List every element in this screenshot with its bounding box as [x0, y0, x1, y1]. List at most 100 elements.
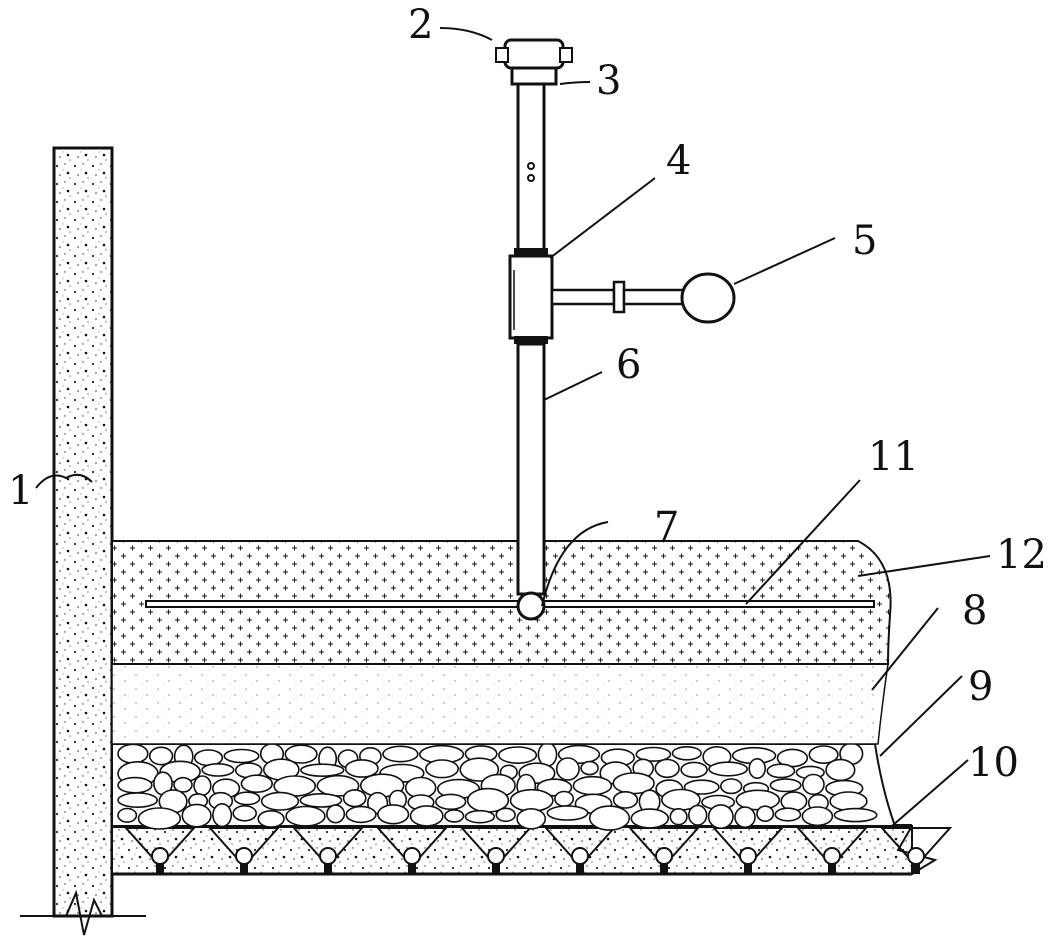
- gravel-pebble: [345, 805, 377, 824]
- gravel-pebble: [707, 804, 734, 830]
- gravel-pebble: [756, 805, 775, 823]
- gravel-pebble: [635, 746, 672, 762]
- gravel-pebble: [516, 807, 547, 830]
- gravel-pebble: [117, 807, 138, 823]
- gravel-pebble: [377, 804, 410, 825]
- motor-housing: [503, 38, 565, 70]
- leader-lines: [35, 27, 991, 827]
- filter-nozzle: [123, 827, 197, 874]
- callout-2: 2: [408, 2, 433, 48]
- gravel-pebble: [719, 778, 743, 795]
- gravel-pebble: [734, 806, 756, 829]
- filter-nozzle: [291, 827, 365, 874]
- gravel-layer: [111, 742, 897, 831]
- gravel-pebble: [344, 759, 379, 778]
- gravel-pebble: [284, 744, 318, 764]
- callout-10: 10: [968, 740, 1019, 786]
- base-slab: [111, 824, 938, 876]
- gravel-pebble: [825, 758, 856, 782]
- gravel-pebble: [424, 759, 459, 779]
- gravel-pebble: [181, 803, 212, 828]
- gravel-pebble: [808, 745, 839, 765]
- filter-nozzle: [375, 827, 449, 874]
- callout-7: 7: [654, 504, 679, 550]
- gravel-pebble: [459, 757, 500, 782]
- gravel-pebble: [588, 805, 631, 831]
- gravel-pebble: [748, 757, 767, 779]
- gravel-pebble: [654, 758, 680, 779]
- gravel-pebble: [117, 743, 149, 764]
- gravel-pebble: [829, 791, 868, 812]
- gravel-pebble: [137, 807, 182, 830]
- gravel-pebble: [683, 779, 720, 795]
- coupling: [510, 66, 558, 86]
- gravel-pebble: [300, 763, 345, 778]
- gravel-pebble: [285, 805, 326, 827]
- gravel-pebble: [572, 775, 613, 796]
- lower-shaft: [516, 342, 546, 596]
- gravel-pebble: [774, 807, 802, 822]
- callout-4: 4: [666, 138, 691, 184]
- gravel-pebble: [260, 791, 300, 811]
- callout-11: 11: [868, 434, 919, 480]
- filter-nozzle: [879, 827, 953, 874]
- gravel-pebble: [240, 774, 273, 794]
- gravel-pebble: [495, 807, 516, 823]
- gravel-pebble: [148, 746, 174, 766]
- gravel-pebble: [687, 804, 708, 826]
- filter-nozzle: [711, 827, 785, 874]
- gravel-pebble: [801, 806, 834, 827]
- callout-6: 6: [616, 342, 641, 388]
- gravel-pebble: [117, 792, 159, 808]
- callout-9: 9: [968, 664, 993, 710]
- gravel-pebble: [554, 790, 575, 807]
- gravel-pebble: [708, 761, 749, 777]
- gravel-pebble: [382, 745, 419, 763]
- gravel-pebble: [497, 746, 538, 765]
- filter-nozzles: [123, 827, 953, 874]
- gravel-pebble: [766, 763, 796, 779]
- filter-nozzle: [459, 827, 533, 874]
- gravel-pebble: [546, 805, 589, 821]
- gravel-pebble: [233, 791, 261, 806]
- gravel-pebble: [669, 807, 688, 826]
- callout-12: 12: [996, 532, 1047, 578]
- gravel-pebble: [444, 809, 465, 823]
- gravel-pebble: [342, 789, 367, 808]
- filter-nozzle: [543, 827, 617, 874]
- sand-layer: [111, 663, 889, 745]
- gravel-pebble: [464, 809, 496, 824]
- filter-nozzle: [207, 827, 281, 874]
- gravel-pebble: [802, 773, 825, 796]
- filter-nozzle: [795, 827, 869, 874]
- gravel-pebble: [193, 775, 212, 797]
- gravel-pebble: [201, 763, 235, 777]
- gravel-pebble: [833, 807, 878, 823]
- gravel-pebble: [769, 778, 802, 793]
- gravel-pebble: [580, 760, 599, 776]
- callout-5: 5: [852, 218, 877, 264]
- gravel-pebble: [612, 791, 639, 809]
- rotating-hub: [516, 591, 546, 621]
- callout-8: 8: [962, 588, 987, 634]
- vertical-shaft-assembly: [495, 38, 736, 621]
- concrete-wall: [20, 146, 146, 936]
- gravel-pebbles: [117, 742, 878, 831]
- gravel-pebble: [212, 802, 233, 828]
- callout-1: 1: [8, 468, 33, 514]
- gravel-pebble: [671, 745, 702, 761]
- air-blower: [680, 272, 736, 324]
- gravel-pebble: [680, 761, 708, 778]
- gravel-pebble: [537, 742, 558, 767]
- gravel-pebble: [409, 805, 444, 827]
- gravel-pebble: [435, 793, 467, 810]
- gravel-pebble: [257, 810, 285, 828]
- gravel-pebble: [299, 793, 343, 808]
- gravel-pebble: [630, 808, 670, 829]
- gravel-pebble: [326, 804, 346, 824]
- gravel-pebble: [555, 757, 580, 781]
- gravel-pebble: [232, 804, 257, 822]
- callout-3: 3: [596, 58, 621, 104]
- gravel-pebble: [223, 748, 260, 764]
